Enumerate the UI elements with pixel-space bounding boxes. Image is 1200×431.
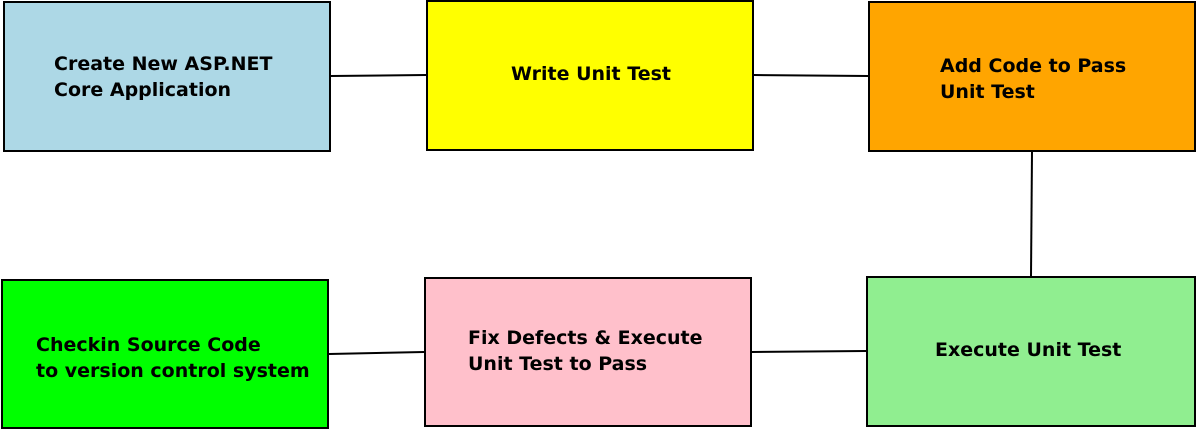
node-create-app-label: Create New ASP.NET Core Application — [54, 53, 273, 101]
connector-write-to-addcode — [753, 74, 869, 77]
node-execute-unit-test-label: Execute Unit Test — [935, 339, 1122, 361]
node-fix-defects-label: Fix Defects & Execute Unit Test to Pass — [468, 327, 703, 375]
node-add-code-label: Add Code to Pass Unit Test — [940, 55, 1127, 103]
connector-execute-to-fix — [751, 350, 867, 353]
node-execute-unit-test: Execute Unit Test — [866, 276, 1196, 427]
node-create-app: Create New ASP.NET Core Application — [3, 1, 331, 152]
node-write-unit-test-label: Write Unit Test — [511, 63, 671, 85]
connector-addcode-to-execute — [1030, 151, 1033, 277]
connector-create-to-write — [330, 74, 427, 77]
connector-fix-to-checkin — [328, 351, 425, 355]
node-add-code: Add Code to Pass Unit Test — [868, 1, 1196, 152]
node-checkin-source-label: Checkin Source Code to version control s… — [36, 334, 310, 382]
node-checkin-source: Checkin Source Code to version control s… — [1, 279, 329, 429]
node-fix-defects: Fix Defects & Execute Unit Test to Pass — [424, 277, 752, 427]
node-write-unit-test: Write Unit Test — [426, 0, 754, 151]
